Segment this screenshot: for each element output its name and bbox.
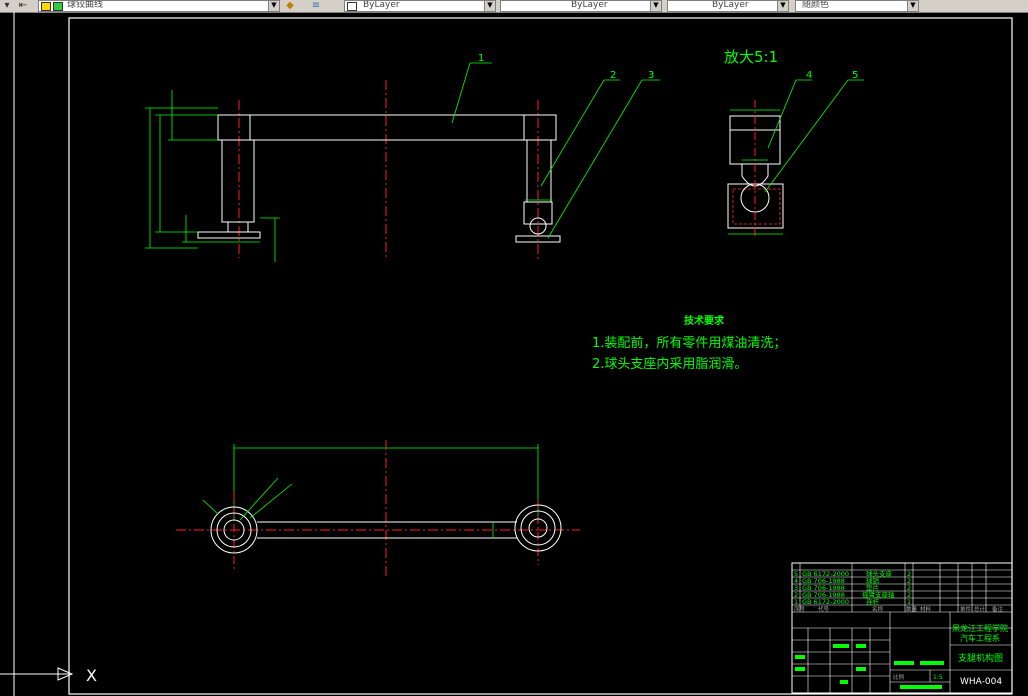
- callout-1: 1: [478, 53, 484, 64]
- linetype-combo[interactable]: ByLayer ▼: [500, 0, 662, 12]
- bom-qty: 2: [907, 577, 911, 585]
- left-base-plate: [197, 231, 261, 239]
- bom-name: 摇臂支座轴: [862, 590, 895, 599]
- leader-2: [540, 79, 620, 187]
- right-eye-outer: [514, 504, 562, 552]
- bom-header-cell: 序号: [794, 605, 806, 613]
- ucs-icon: X: [0, 666, 97, 685]
- bom-qty: 2: [907, 591, 911, 599]
- bom-std: GB 6172-2000: [802, 570, 849, 578]
- plotstyle-combo[interactable]: 随颜色 ▼: [795, 0, 919, 12]
- left-support-leg: [221, 139, 255, 223]
- detail-view: 放大5:1 4 5: [724, 48, 864, 238]
- bom-std: GB 706-1988: [802, 591, 845, 599]
- layer-previous-icon[interactable]: ⇤: [18, 0, 28, 11]
- bom-header-cell: 数量: [906, 605, 918, 613]
- bom-qty: 2: [907, 584, 911, 592]
- lineweight-combo-text: ByLayer: [712, 0, 749, 10]
- bom-header-cell: 名称: [872, 605, 884, 613]
- leader-5: [764, 79, 864, 193]
- bom-name: 球头支座: [866, 569, 893, 578]
- detail-socket: [727, 183, 784, 229]
- bom-name: 连杆: [866, 597, 880, 606]
- bom-qty: 2: [907, 570, 911, 578]
- chevron-down-icon[interactable]: ▼: [650, 1, 661, 11]
- bom-header-cell: 代号: [818, 605, 830, 613]
- layer-manager-icon[interactable]: ≡: [311, 0, 321, 11]
- bom-no: 2: [794, 591, 798, 599]
- layer-state-icon[interactable]: ▾: [4, 0, 10, 11]
- front-view: 1 2 3: [145, 53, 660, 262]
- right-base-plate: [515, 235, 561, 243]
- bom-header-cell: 单件: [960, 605, 972, 613]
- color-combo[interactable]: ByLayer ▼: [344, 0, 496, 12]
- layer-combo[interactable]: 球铰曲线 ▼: [38, 0, 280, 12]
- school-name: 黑龙江工程学院: [952, 623, 1008, 633]
- ball-joint: [529, 217, 547, 235]
- top-view: [176, 440, 580, 578]
- tech-req-item-2: 2.球头支座内采用脂润滑。: [592, 356, 747, 372]
- bom-header-cell: 备注: [992, 605, 1004, 613]
- bom-no: 4: [794, 577, 798, 585]
- drawing-frame: [68, 17, 1013, 695]
- tech-req-title: 技术要求: [684, 314, 725, 327]
- link-beam: [217, 114, 557, 141]
- left-eye-outer: [210, 506, 258, 554]
- scale-value: 1:5: [933, 674, 943, 681]
- callout-3: 3: [648, 70, 654, 81]
- bom-header-cell: 总计: [974, 605, 986, 613]
- ucs-x-label: X: [86, 666, 97, 685]
- layer-color-icon: [53, 2, 63, 11]
- make-current-layer-icon[interactable]: ◆: [286, 0, 294, 11]
- title-block: 5 GB 6172-2000 球头支座 2 4 GB 706-1988 球销 2…: [791, 562, 1013, 694]
- callout-2: 2: [610, 70, 616, 81]
- properties-toolbar: ▾ ⇤ 球铰曲线 ▼ ◆ ≡ ByLayer ▼ ByLayer ▼ ByLay…: [0, 0, 1028, 13]
- bom-header-cell: 材料: [920, 605, 932, 613]
- scale-label: 比例: [893, 673, 905, 681]
- drawing-canvas[interactable]: 1 2 3 放大5:1 4 5 技术要求 1.装配前，所有零件用煤油清洗； 2.…: [0, 12, 1028, 696]
- bom-name: 球销: [866, 576, 880, 585]
- tech-requirements: 技术要求 1.装配前，所有零件用煤油清洗； 2.球头支座内采用脂润滑。: [592, 314, 786, 372]
- layer-bulb-icon: [41, 2, 51, 11]
- chevron-down-icon[interactable]: ▼: [777, 1, 788, 11]
- magnify-note: 放大5:1: [724, 48, 778, 66]
- bom-std: GB 706-1988: [802, 577, 845, 585]
- callout-4: 4: [806, 70, 812, 81]
- right-support-leg: [526, 139, 552, 203]
- leader-3: [547, 79, 660, 239]
- bom-table: 5 GB 6172-2000 球头支座 2 4 GB 706-1988 球销 2…: [792, 563, 1012, 613]
- bom-std: GB 706-1988: [802, 584, 845, 592]
- drawing-name: 支腿机构图: [958, 652, 1003, 664]
- bom-no: 5: [794, 570, 798, 578]
- layer-combo-text: 球铰曲线: [67, 0, 104, 10]
- color-swatch-icon: [347, 2, 357, 11]
- department-name: 汽车工程系: [960, 633, 1000, 643]
- chevron-down-icon[interactable]: ▼: [907, 1, 918, 11]
- leader-1: [451, 62, 492, 124]
- bom-no: 1: [794, 598, 798, 606]
- bom-qty: 1: [907, 598, 911, 606]
- linetype-combo-text: ByLayer: [571, 0, 608, 10]
- bom-name: 垫片: [866, 583, 879, 592]
- lineweight-combo[interactable]: ByLayer ▼: [667, 0, 789, 12]
- drawing-number: WHA-004: [960, 677, 1002, 687]
- plotstyle-combo-text: 随颜色: [802, 0, 830, 10]
- chevron-down-icon[interactable]: ▼: [484, 1, 495, 11]
- bom-no: 3: [794, 584, 798, 592]
- tech-req-item-1: 1.装配前，所有零件用煤油清洗；: [592, 335, 786, 351]
- leader-4: [767, 79, 812, 149]
- callout-5: 5: [852, 70, 858, 81]
- color-combo-text: ByLayer: [363, 0, 400, 10]
- chevron-down-icon[interactable]: ▼: [268, 1, 279, 11]
- bom-std: GB 6172-2000: [802, 598, 849, 606]
